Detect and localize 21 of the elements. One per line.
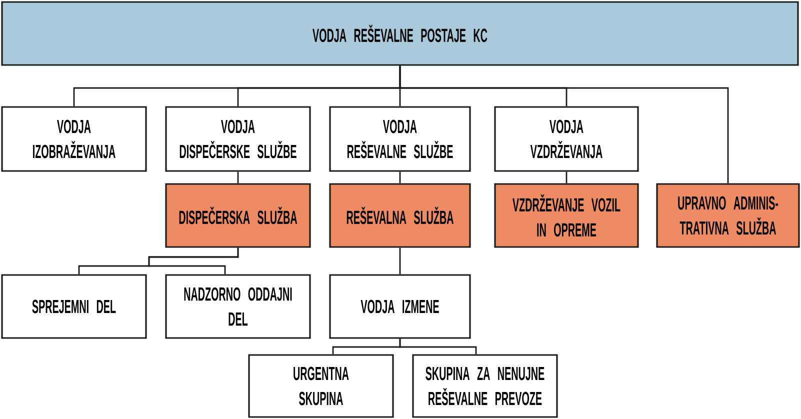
connector-line (399, 66, 729, 184)
role-box: VODJA VZDRŽEVANJA (494, 106, 639, 172)
connector-line (237, 172, 239, 184)
role-box: VODJA IZOBRAŽEVANJA (1, 106, 147, 172)
connector-line (148, 248, 239, 274)
director-box: VODJA REŠEVALNE POSTAJE KC (1, 1, 799, 66)
department-box: UPRAVNO ADMINIS- TRATIVNA SLUŽBA (656, 183, 800, 248)
connector-line (399, 172, 401, 184)
role-box: NADZORNO ODDAJNI DEL (165, 274, 311, 339)
role-box: VODJA IZMENE (329, 274, 471, 339)
connector-line (399, 338, 477, 354)
role-box: VODJA REŠEVALNE SLUŽBE (329, 106, 471, 172)
connector-line (399, 248, 401, 274)
department-box: REŠEVALNA SLUŽBA (329, 183, 471, 248)
role-box: SKUPINA ZA NENUJNE REŠEVALNE PREVOZE (412, 354, 558, 418)
role-box: VODJA DISPEČERSKE SLUŽBE (165, 106, 311, 172)
role-box: SPREJEMNI DEL (1, 274, 147, 339)
role-box: URGENTNA SKUPINA (248, 354, 394, 418)
department-box: VZDRŽEVANJE VOZIL IN OPREME (494, 183, 639, 248)
connector-line (566, 172, 568, 184)
department-box: DISPEČERSKA SLUŽBA (165, 183, 311, 248)
